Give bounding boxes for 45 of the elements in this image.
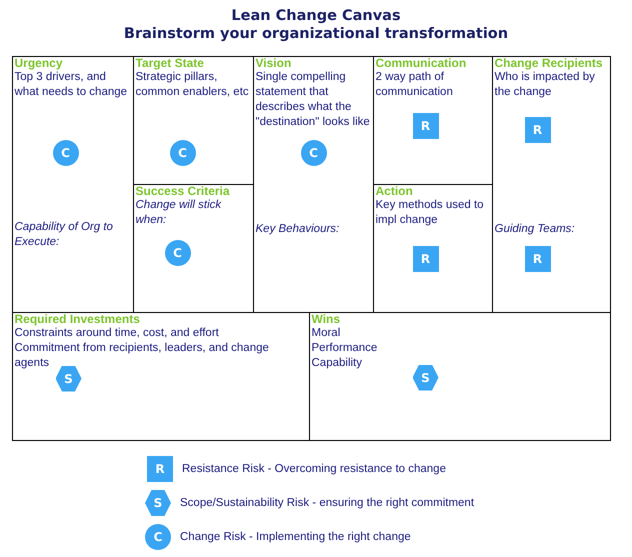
section-description: 2 way path of communication (376, 70, 454, 100)
section-heading: Required Investments (14, 312, 141, 326)
section-note: Capability of Org to Execute: (14, 220, 114, 250)
canvas-section (12, 56, 134, 312)
section-description: Strategic pillars, common enablers, etc (136, 70, 250, 100)
risk-badge: R (524, 116, 550, 142)
section-heading: Wins (312, 312, 342, 326)
section-heading: Vision (256, 56, 292, 70)
canvas-section (308, 312, 610, 440)
risk-badge: S (56, 366, 82, 392)
risk-badge: C (164, 240, 190, 266)
risk-badge: C (52, 140, 78, 166)
risk-badge: C (170, 140, 196, 166)
section-description: Who is impacted by the change (494, 70, 596, 100)
risk-badge: S (412, 364, 438, 390)
section-description: Single compelling statement that describes what the "destination" looks like (256, 70, 370, 130)
canvas-section (492, 56, 610, 312)
section-description: Key methods used to impl change (376, 198, 485, 228)
risk-badge: R (524, 246, 550, 272)
section-note: Key Behaviours: (256, 222, 340, 236)
section-description: Moral (312, 326, 342, 340)
section-heading: Urgency (14, 56, 64, 70)
risk-badge: S (145, 490, 171, 516)
risk-badge: C (300, 140, 326, 166)
canvas-section (12, 312, 310, 440)
section-note: Guiding Teams: (494, 222, 576, 236)
section-heading: Target State (136, 56, 205, 70)
legend-text: Scope/Sustainability Risk - ensuring the right commitment (180, 496, 474, 511)
section-heading: Action (376, 184, 414, 198)
risk-badge: R (412, 112, 438, 138)
section-description: Top 3 drivers, and what needs to change (14, 70, 128, 100)
risk-badge: R (412, 246, 438, 272)
diagram-title: Lean Change Canvas (230, 8, 402, 24)
section-description: Performance (312, 340, 378, 356)
section-heading: Communication (376, 56, 468, 70)
section-heading: Success Criteria (136, 184, 231, 198)
section-heading: Change Recipients (494, 56, 604, 70)
diagram-subtitle: Brainstorm your organizational transformation (122, 26, 510, 42)
section-description: Change will stick when: (136, 198, 222, 228)
section-description: Capability (312, 356, 363, 370)
legend-text: Resistance Risk - Overcoming resistance to change (182, 462, 446, 477)
risk-badge: R (147, 456, 173, 482)
legend-text: Change Risk - Implementing the right change (180, 530, 411, 545)
section-description: Constraints around time, cost, and effort (14, 326, 220, 340)
risk-badge: C (145, 524, 171, 550)
